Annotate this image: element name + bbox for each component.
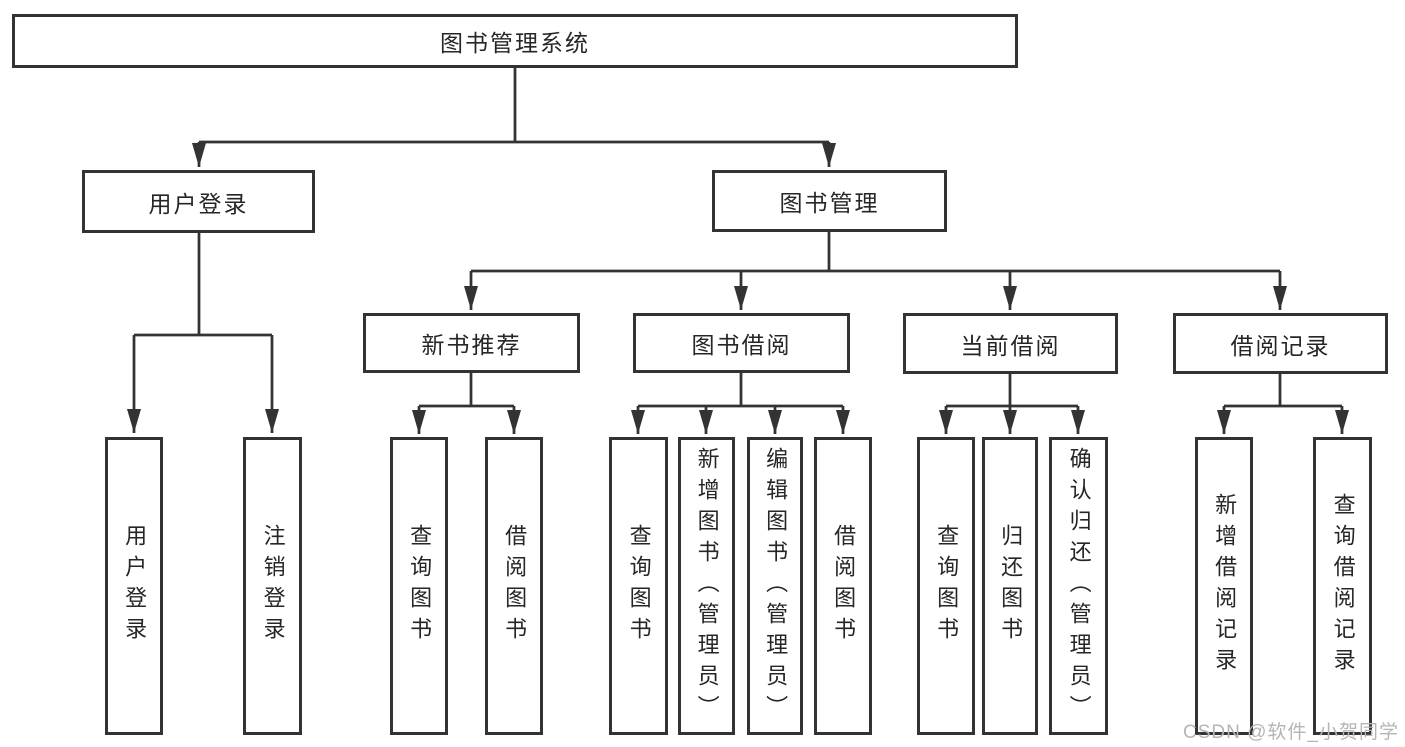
connector-skeleton <box>134 68 1342 408</box>
csdn-watermark: CSDN @软件_小贺同学 <box>1183 722 1399 743</box>
connector-arrows <box>127 142 1349 434</box>
leaf-add-book-admin: 新增图书（管理员） <box>678 437 735 735</box>
leaf-query-book-recommend: 查询图书 <box>390 437 448 735</box>
node-book-borrow: 图书借阅 <box>633 313 850 373</box>
leaf-query-book-borrow: 查询图书 <box>609 437 668 735</box>
leaf-add-borrow-record: 新增借阅记录 <box>1195 437 1253 735</box>
leaf-confirm-return-admin: 确认归还（管理员） <box>1049 437 1108 735</box>
leaf-borrow-book: 借阅图书 <box>814 437 872 735</box>
leaf-logout: 注销登录 <box>243 437 302 735</box>
leaf-user-login: 用户登录 <box>105 437 163 735</box>
node-current-borrow: 当前借阅 <box>903 313 1118 374</box>
node-borrow-records: 借阅记录 <box>1173 313 1388 374</box>
node-new-book-recommend: 新书推荐 <box>363 313 580 373</box>
leaf-borrow-book-recommend: 借阅图书 <box>485 437 543 735</box>
node-book-management: 图书管理 <box>712 170 947 232</box>
leaf-query-book-current: 查询图书 <box>917 437 975 735</box>
node-user-login: 用户登录 <box>82 170 315 233</box>
leaf-return-book: 归还图书 <box>982 437 1038 735</box>
node-root-library-system: 图书管理系统 <box>12 14 1018 68</box>
leaf-query-borrow-record: 查询借阅记录 <box>1313 437 1372 735</box>
leaf-edit-book-admin: 编辑图书（管理员） <box>747 437 803 735</box>
